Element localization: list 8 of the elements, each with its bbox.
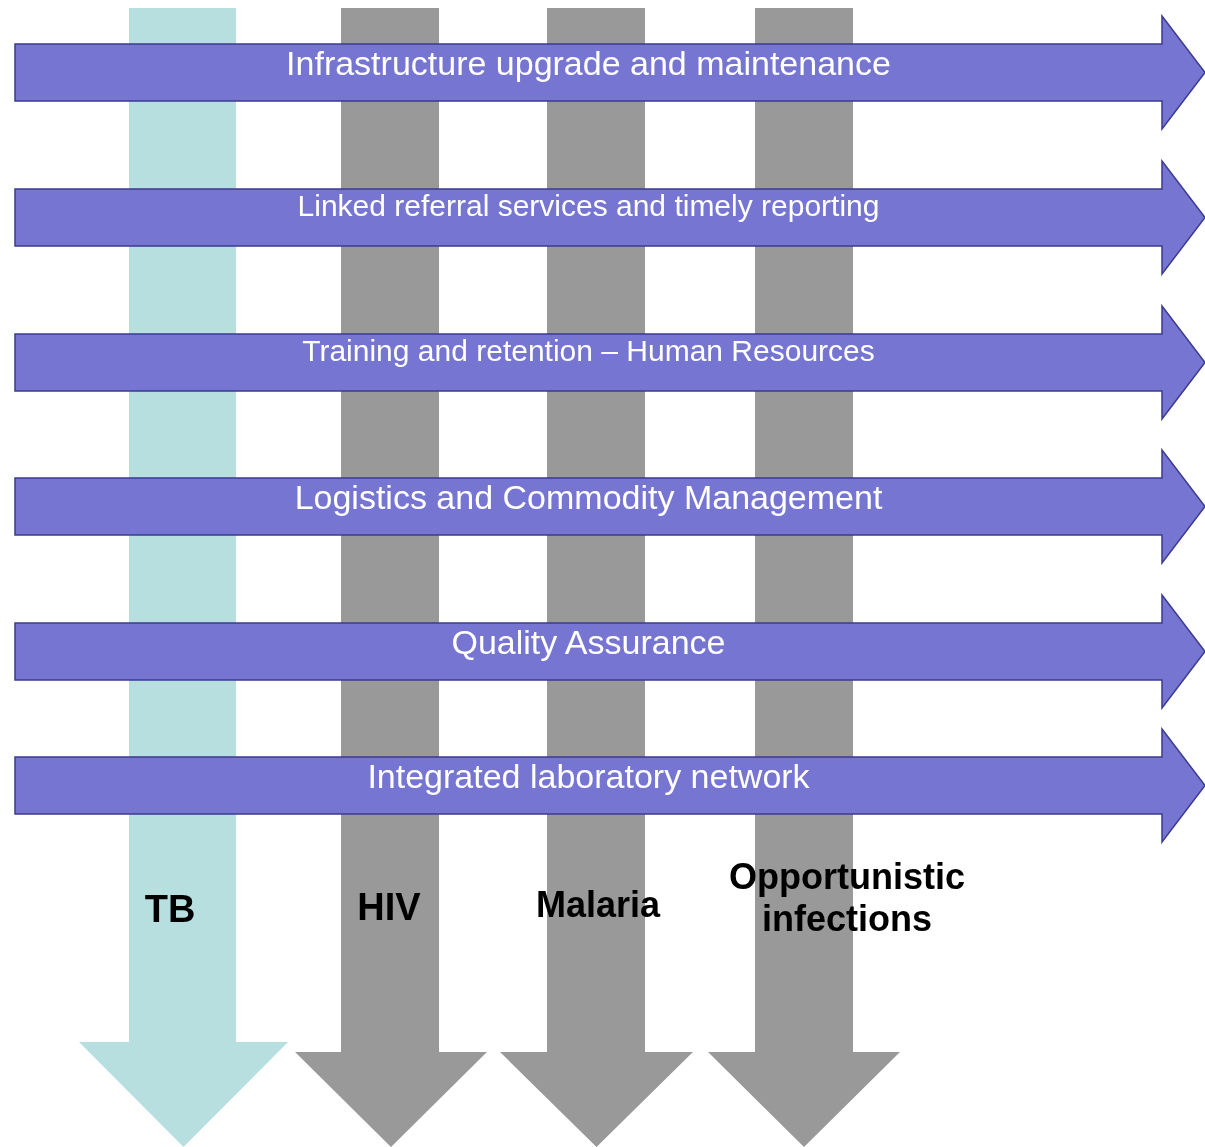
arrow-label: Linked referral services and timely reporting [296,189,881,224]
arrow-label: Integrated laboratory network [366,757,811,797]
arrow-label: Infrastructure upgrade and maintenance [285,44,892,84]
arrow-label: Logistics and Commodity Management [293,478,884,518]
arrow-label: TB [143,888,197,931]
arrow-label: HIV [356,886,422,929]
arrow-label: Quality Assurance [450,623,727,663]
arrow-label: Training and retention – Human Resources [301,334,876,369]
